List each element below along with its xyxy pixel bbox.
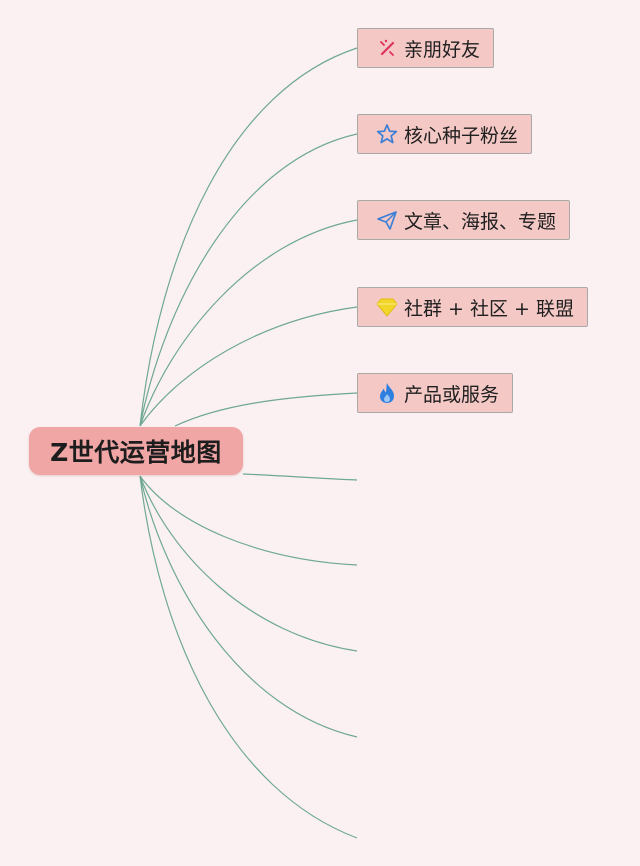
connector-line: [139, 219, 358, 427]
branch-topic-content[interactable]: 文章、海报、专题: [357, 200, 571, 240]
connector-line: [139, 133, 358, 427]
connector-line: [174, 392, 358, 427]
connector-line: [139, 475, 358, 839]
branch-topic-product-service[interactable]: 产品或服务: [357, 373, 514, 413]
branch-topic-community[interactable]: 社群 + 社区 + 联盟: [357, 287, 588, 327]
connector-line: [242, 473, 358, 481]
sparkle-wand-icon: [376, 37, 398, 59]
branch-topic-label: 文章、海报、专题: [404, 210, 557, 233]
connector-line: [139, 475, 358, 738]
root-topic-label: Z世代运营地图: [50, 438, 222, 467]
gem-icon: [376, 296, 398, 318]
branch-topic-label: 社群 + 社区 + 联盟: [404, 297, 574, 320]
branch-topic-label: 亲朋好友: [404, 38, 481, 61]
branch-topic-label: 产品或服务: [404, 383, 500, 406]
star-outline-icon: [376, 123, 398, 145]
connector-line: [139, 475, 358, 652]
root-topic[interactable]: Z世代运营地图: [29, 427, 243, 475]
branch-topic-friends-family[interactable]: 亲朋好友: [357, 28, 495, 68]
connector-line: [139, 306, 358, 427]
flame-icon: [376, 382, 398, 404]
branch-topic-label: 核心种子粉丝: [404, 124, 519, 147]
connector-line: [139, 475, 358, 566]
branch-topic-core-seed-fans[interactable]: 核心种子粉丝: [357, 114, 533, 154]
paper-plane-icon: [376, 209, 398, 231]
connector-line: [139, 47, 358, 427]
